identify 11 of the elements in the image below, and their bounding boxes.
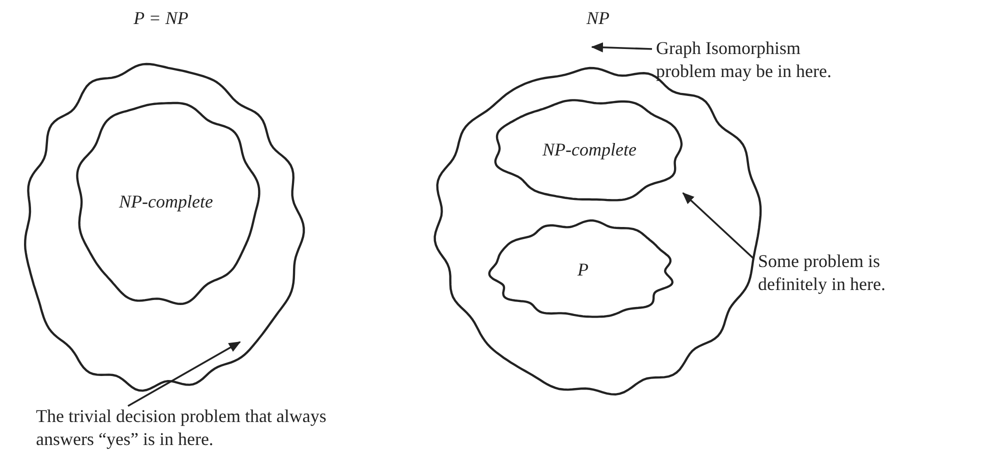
- set-label: NP-complete: [541, 140, 638, 160]
- leader-arrow: [682, 192, 754, 259]
- leader-arrow: [591, 42, 652, 52]
- annotation-text: The trivial decision problem that always answers “yes” is in here.: [36, 405, 346, 451]
- leader-arrow: [128, 341, 241, 407]
- annotation-text: Graph Isomorphism problem may be in here.: [656, 37, 861, 83]
- set-label: NP-complete: [118, 192, 214, 212]
- annotation-text: Some problem is definitely in here.: [758, 250, 918, 296]
- set-title: NP: [585, 8, 610, 29]
- set-label: P: [576, 260, 590, 280]
- set-title: P = NP: [132, 8, 190, 29]
